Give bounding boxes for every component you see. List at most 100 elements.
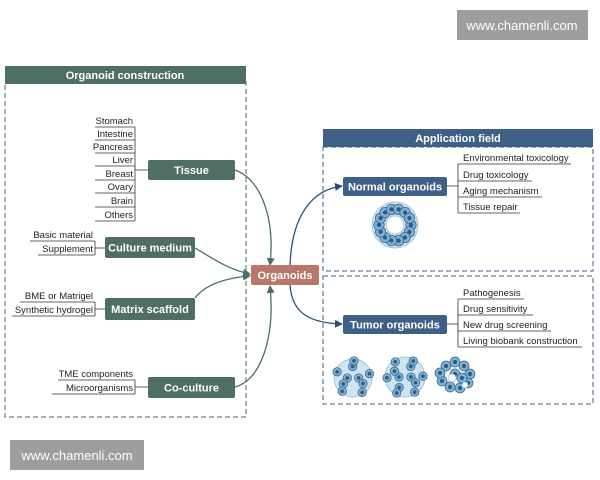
tissue-label: Tissue <box>174 165 209 177</box>
cell <box>385 375 389 380</box>
cell <box>376 222 382 228</box>
tissue-source-pancreas: Pancreas <box>93 142 133 153</box>
cell <box>411 359 416 363</box>
construction-title: Organoid construction <box>66 70 185 82</box>
cell <box>378 229 383 235</box>
tumor-organoid-illustration-3 <box>434 356 476 394</box>
tumor-uses: Pathogenesis Drug sensitivity New drug s… <box>447 288 582 348</box>
coculture-source-tme: TME components <box>59 369 134 380</box>
culture-source-basic-material: Basic material <box>33 230 93 241</box>
watermark-bottom-text: www.chamenli.com <box>20 448 132 463</box>
tissue-source-brain: Brain <box>111 196 133 207</box>
construction-arrows <box>194 169 275 388</box>
cell <box>350 364 355 369</box>
tissue-source-stomach: Stomach <box>96 116 134 127</box>
cell <box>408 364 413 369</box>
cell <box>345 376 350 380</box>
normal-use-tissue-repair: Tissue repair <box>463 202 518 213</box>
arrow-matrix-to-organoids <box>194 272 251 299</box>
organoids-node: Organoids <box>251 265 319 285</box>
matrix-source-synthetic-hydrogel: Synthetic hydrogel <box>15 305 93 316</box>
organoids-label: Organoids <box>257 270 312 282</box>
normal-uses: Environmental toxicology Drug toxicology… <box>447 153 571 214</box>
arrow-organoids-to-tumor <box>289 284 343 328</box>
arrow-tissue-to-organoids <box>234 169 275 266</box>
culture-medium-sources: Basic material Supplement <box>30 230 105 256</box>
co-culture-label: Co-culture <box>164 383 219 395</box>
normal-organoid-illustration <box>371 201 419 249</box>
cell <box>408 222 414 228</box>
tumor-use-drug-sensitivity: Drug sensitivity <box>463 304 528 315</box>
cell <box>443 363 449 369</box>
cell <box>421 374 425 379</box>
tissue-node: Tissue <box>148 160 235 180</box>
matrix-scaffold-node: Matrix scaffold <box>105 298 195 320</box>
tumor-use-pathogenesis: Pathogenesis <box>463 288 521 299</box>
tissue-source-liver: Liver <box>112 155 133 166</box>
normal-use-drug-toxicology: Drug toxicology <box>463 170 529 181</box>
tumor-use-living-biobank: Living biobank construction <box>463 336 578 347</box>
tissue-sources: Stomach Intestine Pancreas Liver Breast … <box>93 116 148 222</box>
cell <box>397 375 401 379</box>
matrix-scaffold-label: Matrix scaffold <box>111 304 189 316</box>
cell <box>394 391 399 395</box>
cell <box>335 369 339 374</box>
watermark-bottom: www.chamenli.com <box>10 440 144 470</box>
cell <box>402 210 408 215</box>
cell <box>452 359 458 365</box>
cell <box>447 384 453 390</box>
cell <box>412 390 417 394</box>
tumor-organoid-illustration-1 <box>332 356 375 398</box>
cell <box>407 229 412 235</box>
matrix-scaffold-sources: BME or Matrigel Synthetic hydrogel <box>12 291 105 317</box>
cell <box>439 378 445 384</box>
cell <box>352 359 356 363</box>
cell <box>340 389 345 394</box>
tumor-organoids-node: Tumor organoids <box>343 315 447 334</box>
cell <box>397 385 402 390</box>
normal-use-aging-mechanism: Aging mechanism <box>463 186 539 197</box>
cell <box>392 369 397 374</box>
co-culture-node: Co-culture <box>148 377 235 398</box>
tumor-organoids-label: Tumor organoids <box>350 320 440 332</box>
co-culture-sources: TME components Microorganisms <box>52 369 148 395</box>
tumor-use-new-drug-screening: New drug screening <box>463 320 548 331</box>
cell <box>382 235 388 240</box>
cell <box>389 207 394 212</box>
cell <box>361 381 365 386</box>
tissue-source-ovary: Ovary <box>108 182 134 193</box>
cell <box>461 363 467 369</box>
culture-source-supplement: Supplement <box>42 244 93 255</box>
tissue-source-intestine: Intestine <box>97 129 133 140</box>
cell <box>396 238 401 243</box>
arrow-organoids-to-normal <box>289 182 343 266</box>
culture-medium-label: Culture medium <box>108 243 192 255</box>
application-arrows <box>289 182 343 328</box>
cell <box>457 385 463 391</box>
cell <box>341 382 346 386</box>
normal-use-environmental-toxicology: Environmental toxicology <box>463 153 569 164</box>
watermark-top: www.chamenli.com <box>457 10 588 40</box>
coculture-source-microorganisms: Microorganisms <box>66 383 133 394</box>
cell <box>467 371 473 377</box>
cell <box>409 375 413 379</box>
cell <box>437 370 443 376</box>
cell <box>378 215 383 221</box>
cell <box>385 215 405 235</box>
tissue-source-breast: Breast <box>106 169 134 180</box>
normal-organoids-node: Normal organoids <box>343 177 447 196</box>
tissue-source-others: Others <box>104 210 133 221</box>
matrix-source-bme: BME or Matrigel <box>25 291 93 302</box>
culture-medium-node: Culture medium <box>105 237 195 258</box>
cell <box>413 380 418 385</box>
cell <box>367 371 372 376</box>
watermark-top-text: www.chamenli.com <box>465 18 577 33</box>
cell <box>393 360 398 364</box>
cell <box>407 215 412 221</box>
normal-organoids-label: Normal organoids <box>348 182 442 194</box>
application-title: Application field <box>415 133 501 145</box>
cell <box>356 376 361 380</box>
cell <box>461 381 469 389</box>
cell <box>360 390 365 395</box>
cell <box>447 373 457 383</box>
